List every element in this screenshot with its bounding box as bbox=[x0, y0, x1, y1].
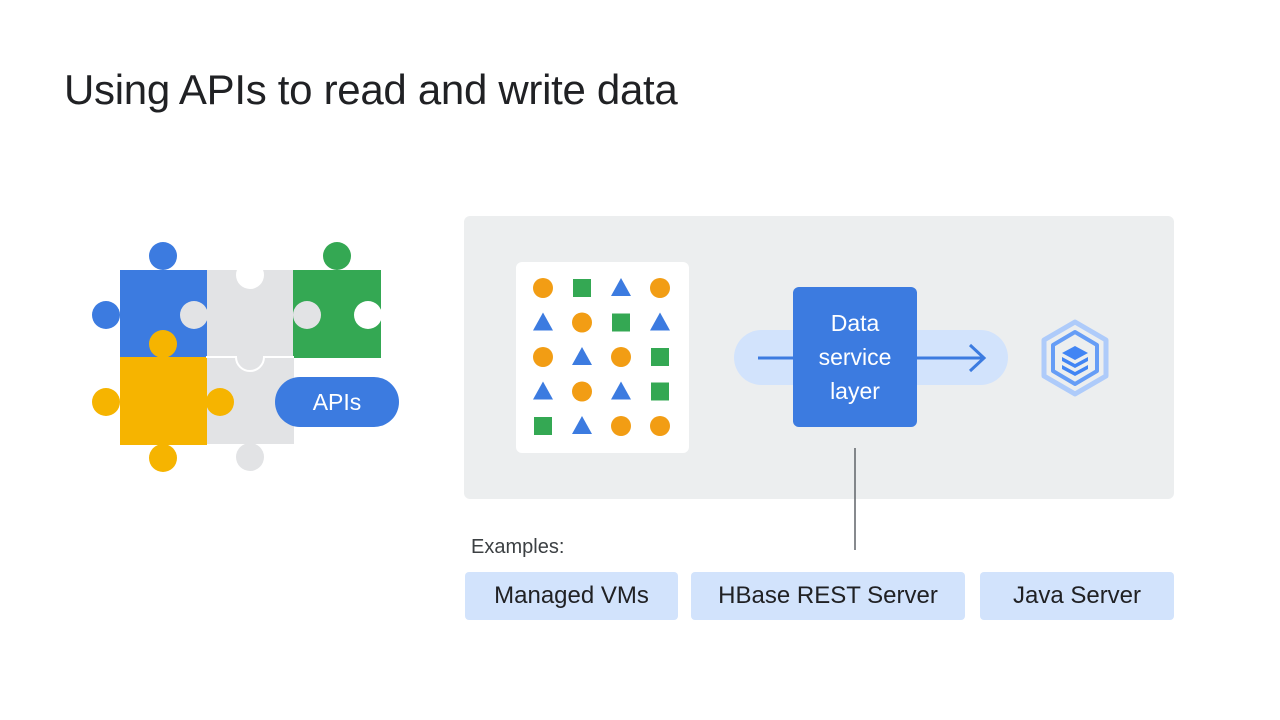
connector-line bbox=[854, 448, 856, 550]
circle-shape bbox=[611, 416, 631, 436]
bigtable-icon bbox=[1041, 319, 1109, 397]
data-service-layer-box: Data service layer bbox=[793, 287, 917, 427]
data-shapes-card bbox=[516, 262, 689, 453]
triangle-shape bbox=[572, 347, 592, 365]
example-java-server: Java Server bbox=[980, 572, 1174, 620]
triangle-shape bbox=[611, 278, 631, 296]
apis-badge: APIs bbox=[275, 377, 399, 427]
square-shape bbox=[651, 348, 669, 366]
square-shape bbox=[651, 382, 669, 401]
square-shape bbox=[612, 313, 630, 332]
example-managed-vms: Managed VMs bbox=[465, 572, 678, 620]
puzzle-piece-gray bbox=[206, 261, 294, 471]
circle-shape bbox=[611, 347, 631, 367]
data-shapes-grid bbox=[533, 278, 670, 436]
circle-shape bbox=[533, 278, 553, 298]
triangle-shape bbox=[650, 312, 670, 331]
puzzle-piece-blue bbox=[92, 242, 208, 358]
puzzle-piece-green bbox=[293, 242, 382, 358]
puzzle-piece-yellow bbox=[92, 330, 234, 472]
triangle-shape bbox=[572, 416, 592, 434]
circle-shape bbox=[650, 278, 670, 298]
examples-label: Examples: bbox=[471, 536, 565, 558]
data-service-layer-label: Data service layer bbox=[818, 310, 892, 404]
circle-shape bbox=[572, 381, 592, 402]
circle-shape bbox=[572, 312, 592, 333]
triangle-shape bbox=[533, 312, 553, 331]
triangle-shape bbox=[533, 381, 553, 400]
page-title: Using APIs to read and write data bbox=[64, 66, 678, 113]
arrow-right-icon bbox=[758, 343, 987, 373]
example-hbase-rest-server: HBase REST Server bbox=[691, 572, 965, 620]
square-shape bbox=[573, 279, 591, 297]
circle-shape bbox=[650, 416, 670, 436]
circle-shape bbox=[533, 347, 553, 367]
square-shape bbox=[534, 417, 552, 435]
triangle-shape bbox=[611, 381, 631, 400]
